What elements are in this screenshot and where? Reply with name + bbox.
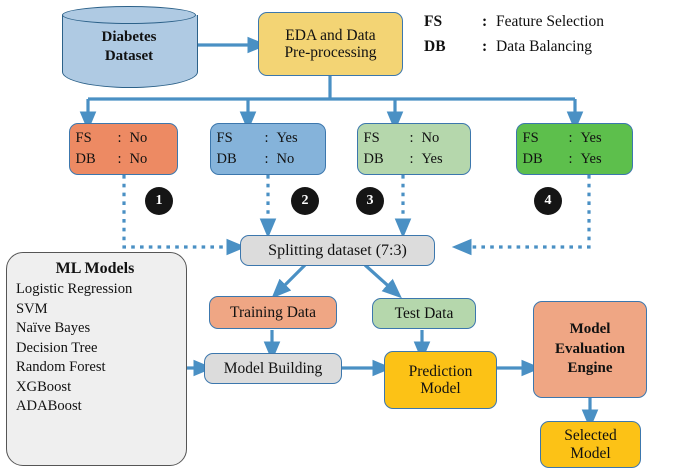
diabetes-dataset-label: Diabetes Dataset bbox=[62, 28, 196, 66]
branch-box-2[interactable]: FS : Yes DB : No bbox=[210, 123, 326, 175]
branch-3-fs-value: No bbox=[421, 130, 440, 147]
ml-models-title: ML Models bbox=[55, 260, 135, 277]
branch-4-fs-value: Yes bbox=[580, 130, 602, 147]
evaluation-engine-line2: Evaluation bbox=[554, 340, 626, 357]
branch-3-db-key: DB bbox=[363, 151, 384, 167]
branch-1-fs-row: FS : No bbox=[76, 128, 183, 149]
branch-number-2: 2 bbox=[291, 187, 319, 215]
splitting-dataset-label: Splitting dataset (7:3) bbox=[268, 241, 407, 259]
selected-model-line1: Selected bbox=[564, 427, 617, 445]
prediction-model-line1: Prediction bbox=[408, 362, 473, 380]
legend-row-db: DB : Data Balancing bbox=[424, 34, 679, 59]
branch-box-4[interactable]: FS : Yes DB : Yes bbox=[516, 123, 633, 175]
branch-1-fs-key: FS bbox=[75, 130, 92, 147]
branch-4-fs-colon: : bbox=[568, 130, 573, 147]
branch-1-db-value: No bbox=[129, 151, 148, 167]
branch-4-fs-key: FS bbox=[522, 130, 539, 147]
selected-model-box[interactable]: Selected Model bbox=[540, 421, 641, 468]
ml-model-item: XGBoost bbox=[16, 378, 72, 395]
branch-2-db-value: No bbox=[276, 151, 295, 167]
branch-4-db-row: DB : Yes bbox=[523, 149, 638, 170]
branch-3-fs-key: FS bbox=[363, 130, 380, 147]
training-data-box[interactable]: Training Data bbox=[209, 296, 337, 329]
eda-line2: Pre-processing bbox=[284, 44, 377, 61]
legend-colon-db: : bbox=[482, 38, 488, 56]
branch-box-1[interactable]: FS : No DB : No bbox=[69, 123, 178, 175]
branch-4-conditions: FS : Yes DB : Yes bbox=[512, 123, 638, 174]
ml-model-item: SVM bbox=[16, 300, 48, 317]
legend-text-db: Data Balancing bbox=[496, 38, 592, 56]
cylinder-body bbox=[62, 15, 198, 88]
test-data-box[interactable]: Test Data bbox=[372, 298, 476, 329]
branch-4-db-colon: : bbox=[568, 151, 573, 167]
edge-split-to-test bbox=[363, 263, 402, 299]
evaluation-engine-line3: Engine bbox=[567, 360, 613, 377]
branch-2-conditions: FS : Yes DB : No bbox=[206, 123, 331, 174]
branch-3-fs-colon: : bbox=[409, 130, 414, 147]
branch-3-conditions: FS : No DB : Yes bbox=[353, 123, 476, 174]
branch-4-db-value: Yes bbox=[580, 151, 602, 167]
ml-model-item: Logistic Regression bbox=[16, 281, 133, 297]
branch-3-db-value: Yes bbox=[421, 151, 443, 167]
branch-number-4: 4 bbox=[534, 187, 562, 215]
ml-model-item: Random Forest bbox=[16, 359, 106, 376]
diabetes-dataset-line2: Dataset bbox=[104, 47, 154, 64]
ml-model-item: Decision Tree bbox=[16, 339, 98, 356]
branch-2-fs-row: FS : Yes bbox=[217, 128, 331, 149]
ml-models-panel[interactable]: ML Models Logistic Regression SVM Naïve … bbox=[6, 252, 187, 466]
branch-4-db-key: DB bbox=[522, 151, 543, 167]
legend: FS : Feature Selection DB : Data Balanci… bbox=[424, 9, 679, 59]
edge-split-to-training bbox=[271, 263, 307, 299]
splitting-dataset-box[interactable]: Splitting dataset (7:3) bbox=[240, 235, 435, 266]
edge-b1-to-split bbox=[122, 175, 247, 256]
diabetes-dataset-line1: Diabetes bbox=[101, 29, 157, 45]
branch-number-1: 1 bbox=[145, 187, 173, 215]
ml-model-item: ADABoost bbox=[16, 398, 82, 415]
branch-3-db-colon: : bbox=[409, 151, 414, 167]
evaluation-engine-line1: Model bbox=[569, 321, 611, 338]
branch-2-fs-key: FS bbox=[216, 130, 233, 147]
branch-1-db-colon: : bbox=[117, 151, 122, 167]
branch-box-3[interactable]: FS : No DB : Yes bbox=[357, 123, 471, 175]
model-evaluation-engine-box[interactable]: Model Evaluation Engine bbox=[533, 301, 647, 398]
eda-preprocessing-box[interactable]: EDA and Data Pre-processing bbox=[258, 12, 403, 76]
branch-1-conditions: FS : No DB : No bbox=[65, 123, 183, 174]
branch-1-fs-value: No bbox=[129, 130, 148, 147]
branch-2-fs-value: Yes bbox=[276, 130, 298, 147]
model-building-label: Model Building bbox=[223, 359, 323, 377]
branch-3-db-row: DB : Yes bbox=[364, 149, 476, 170]
ml-model-item: Naïve Bayes bbox=[16, 320, 91, 337]
legend-colon-fs: : bbox=[482, 13, 488, 30]
training-data-label: Training Data bbox=[230, 303, 316, 321]
legend-text-fs: Feature Selection bbox=[496, 13, 605, 30]
model-building-box[interactable]: Model Building bbox=[204, 353, 342, 384]
branch-1-db-key: DB bbox=[75, 151, 96, 167]
legend-abbr-db: DB bbox=[424, 38, 446, 56]
legend-row-fs: FS : Feature Selection bbox=[424, 9, 679, 34]
eda-line1: EDA and Data bbox=[285, 26, 376, 44]
test-data-label: Test Data bbox=[394, 304, 454, 322]
branch-4-fs-row: FS : Yes bbox=[523, 128, 638, 149]
cylinder-top-ellipse bbox=[62, 6, 196, 24]
branch-3-fs-row: FS : No bbox=[364, 128, 476, 149]
branch-2-db-row: DB : No bbox=[217, 149, 331, 170]
selected-model-line2: Model bbox=[570, 444, 611, 462]
edge-b4-to-split bbox=[451, 175, 591, 256]
prediction-model-line2: Model bbox=[420, 380, 461, 397]
branch-1-fs-colon: : bbox=[117, 130, 122, 147]
branch-2-fs-colon: : bbox=[264, 130, 269, 147]
branch-number-3: 3 bbox=[356, 187, 384, 215]
branch-1-db-row: DB : No bbox=[76, 149, 183, 170]
branch-2-db-key: DB bbox=[216, 151, 237, 167]
prediction-model-box[interactable]: Prediction Model bbox=[384, 351, 497, 409]
legend-abbr-fs: FS bbox=[424, 13, 443, 30]
diabetes-dataset-cylinder[interactable]: Diabetes Dataset bbox=[62, 6, 198, 96]
branch-2-db-colon: : bbox=[264, 151, 269, 167]
